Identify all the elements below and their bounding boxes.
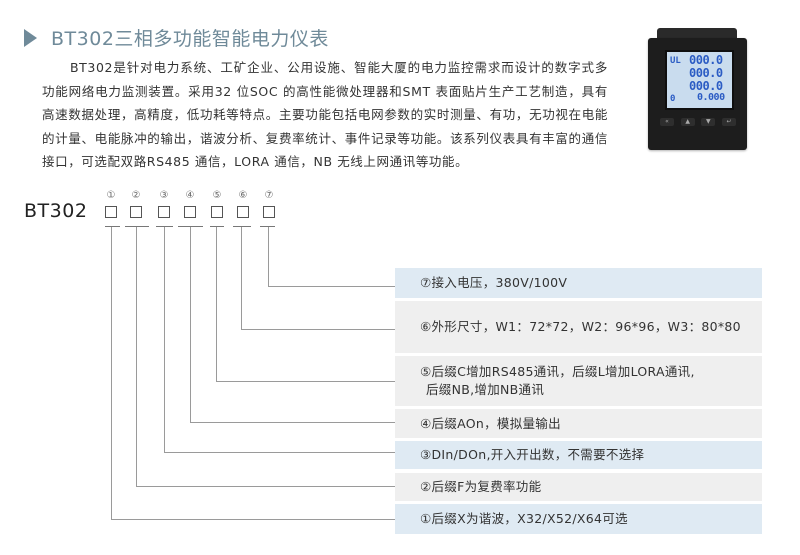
- up-key-icon: ▲: [680, 118, 695, 126]
- slot-number-5: ⑤: [212, 190, 222, 201]
- option-label-3: ③DIn/DOn,开入开出数，不需要不选择: [420, 447, 645, 462]
- option-label-6: ⑥外形尺寸，W1：72*72，W2：96*96，W3：80*80: [420, 319, 741, 334]
- lcd-line-4: 0.000: [697, 92, 725, 103]
- option-row-4: ④后缀AOn，模拟量输出: [395, 409, 762, 438]
- slot-box-4: [184, 206, 196, 218]
- slot-underline-4: [178, 226, 203, 227]
- lcd-label-bottom: 0: [670, 94, 676, 104]
- connector-vertical-7: [268, 227, 269, 286]
- connector-horizontal-7: [268, 286, 395, 287]
- slot-box-3: [158, 206, 170, 218]
- option-label-2: ②后缀F为复费率功能: [420, 479, 542, 494]
- connector-horizontal-3: [164, 452, 395, 453]
- option-row-6: ⑥外形尺寸，W1：72*72，W2：96*96，W3：80*80: [395, 301, 762, 353]
- connector-horizontal-2: [136, 486, 395, 487]
- slot-box-5: [211, 206, 223, 218]
- connector-vertical-2: [136, 227, 137, 487]
- option-label-1: ①后缀X为谐波，X32/X52/X64可选: [420, 511, 628, 526]
- back-key-icon: «: [660, 118, 674, 126]
- connector-horizontal-6: [241, 329, 395, 330]
- lcd-display: UL 000.0 000.0 000.0 0 0.000: [665, 50, 734, 110]
- device-image: UL 000.0 000.0 000.0 0 0.000 « ▲ ▼ ↵: [645, 28, 750, 153]
- option-row-3: ③DIn/DOn,开入开出数，不需要不选择: [395, 441, 762, 469]
- triangle-right-icon: [24, 28, 37, 47]
- lcd-label-top: UL: [670, 56, 681, 66]
- connector-vertical-5: [216, 227, 217, 381]
- option-row-5: ⑤后缀C增加RS485通讯，后缀L增加LORA通讯, 后缀NB,增加NB通讯: [395, 356, 762, 406]
- down-key-icon: ▼: [701, 118, 716, 126]
- slot-number-6: ⑥: [238, 190, 248, 201]
- option-row-2: ②后缀F为复费率功能: [395, 473, 762, 501]
- option-row-7: ⑦接入电压，380V/100V: [395, 268, 762, 298]
- lcd-line-3: 000.0: [689, 79, 723, 93]
- option-label-7: ⑦接入电压，380V/100V: [420, 275, 568, 290]
- slot-underline-3: [156, 226, 173, 227]
- slot-number-4: ④: [185, 190, 195, 201]
- device-keys: « ▲ ▼ ↵: [660, 118, 736, 126]
- slot-underline-1: [105, 226, 120, 227]
- model-prefix: BT302: [24, 200, 88, 222]
- slot-box-2: [130, 206, 142, 218]
- slot-number-3: ③: [159, 190, 169, 201]
- option-label-4: ④后缀AOn，模拟量输出: [420, 415, 561, 431]
- connector-vertical-6: [241, 227, 242, 329]
- connector-horizontal-1: [111, 519, 395, 520]
- enter-key-icon: ↵: [721, 118, 736, 126]
- product-description: BT302是针对电力系统、工矿企业、公用设施、智能大厦的电力监控需求而设计的数字…: [42, 60, 608, 169]
- page-title: BT302三相多功能智能电力仪表: [51, 28, 329, 50]
- connector-vertical-1: [111, 227, 112, 519]
- connector-horizontal-5: [216, 381, 395, 382]
- connector-vertical-4: [190, 227, 191, 422]
- connector-vertical-3: [164, 227, 165, 452]
- option-label-5: ⑤后缀C增加RS485通讯，后缀L增加LORA通讯,: [420, 364, 695, 379]
- option-label-5-line2: 后缀NB,增加NB通讯: [426, 382, 545, 397]
- option-row-1: ①后缀X为谐波，X32/X52/X64可选: [395, 504, 762, 534]
- slot-number-7: ⑦: [264, 190, 274, 201]
- slot-underline-6: [233, 226, 251, 227]
- slot-box-6: [237, 206, 249, 218]
- slot-underline-2: [125, 226, 149, 227]
- section-header: BT302三相多功能智能电力仪表: [24, 24, 329, 51]
- connector-horizontal-4: [190, 422, 395, 423]
- slot-underline-5: [210, 226, 224, 227]
- slot-box-7: [263, 206, 275, 218]
- lcd-line-2: 000.0: [689, 66, 723, 80]
- device-front-panel: UL 000.0 000.0 000.0 0 0.000 « ▲ ▼ ↵: [648, 38, 747, 150]
- slot-number-1: ①: [106, 190, 116, 201]
- slot-underline-7: [260, 226, 275, 227]
- slot-number-2: ②: [131, 190, 141, 201]
- lcd-line-1: 000.0: [689, 53, 723, 67]
- slot-box-1: [105, 206, 117, 218]
